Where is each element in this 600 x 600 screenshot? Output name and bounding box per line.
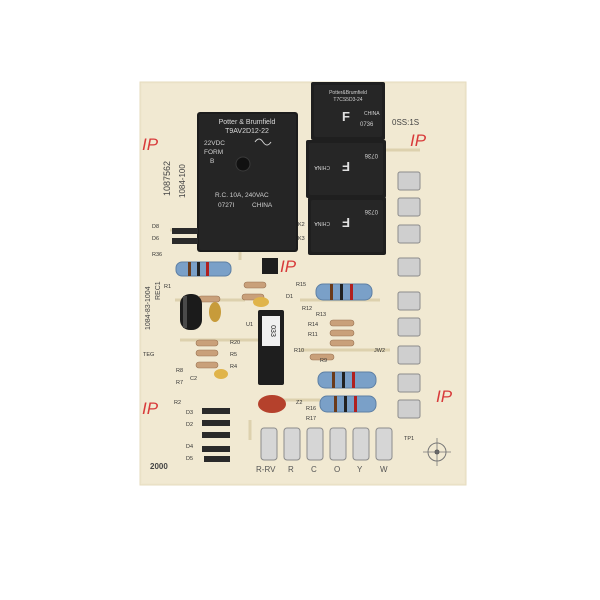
designator: D3 bbox=[186, 410, 193, 416]
resistor bbox=[175, 261, 232, 277]
designator: R15 bbox=[296, 282, 306, 288]
film-capacitor bbox=[258, 395, 286, 413]
chip-label: 033 bbox=[269, 325, 276, 337]
designator: D4 bbox=[186, 444, 193, 450]
designator: R11 bbox=[308, 332, 318, 338]
relay-top-letter: F bbox=[342, 109, 350, 124]
designator: R10 bbox=[294, 348, 304, 354]
designator: D5 bbox=[186, 456, 193, 462]
component-designators: D8 D6 R36 R1 U1 R15 D1 R13 R12 R14 R11 R… bbox=[143, 222, 414, 462]
diodes bbox=[172, 228, 230, 462]
relay-bottom-letter: F bbox=[342, 215, 350, 230]
terminal-label-o: O bbox=[334, 465, 340, 474]
designator: Z2 bbox=[296, 400, 302, 406]
inspection-mark: IP bbox=[142, 135, 159, 154]
designator: R1 bbox=[164, 284, 171, 290]
resistor bbox=[319, 395, 377, 413]
ceramic-capacitor bbox=[209, 302, 221, 322]
designator: K3 bbox=[298, 236, 305, 242]
transistor bbox=[262, 258, 278, 274]
designator: R8 bbox=[176, 368, 183, 374]
inspection-mark: IP bbox=[142, 399, 159, 418]
relay-top-model: T7CS5D3-24 bbox=[333, 97, 362, 103]
main-relay-date-code: 0727I bbox=[218, 202, 234, 209]
designator: R13 bbox=[316, 312, 326, 318]
terminal-strip bbox=[260, 427, 393, 461]
relay-top: Potter&Brumfield T7CS5D3-24 F CHINA 0736 bbox=[311, 82, 385, 140]
relay-middle: F 0736 CHINA bbox=[306, 140, 386, 198]
board-year: 2000 bbox=[150, 462, 168, 471]
coil-symbol-icon bbox=[254, 138, 272, 146]
relay-bottom: F 0736 CHINA bbox=[308, 197, 386, 255]
designator: D8 bbox=[152, 224, 159, 230]
terminal-label-w: W bbox=[380, 465, 388, 474]
board-revision: REC1 bbox=[155, 281, 162, 300]
terminal-label-r: R bbox=[288, 465, 294, 474]
main-relay-form-letter: B bbox=[210, 158, 214, 165]
designator: TP1 bbox=[404, 436, 414, 442]
designator: R17 bbox=[306, 416, 316, 422]
ceramic-capacitor bbox=[253, 297, 269, 307]
inspection-mark: IP bbox=[410, 131, 427, 150]
main-relay: Potter & Brumfield T9AV2D12-22 22VDC FOR… bbox=[197, 112, 298, 252]
main-relay-brand: Potter & Brumfield bbox=[219, 119, 276, 126]
relay-middle-origin: CHINA bbox=[314, 164, 330, 170]
terminal-label-r-rv: R-RV bbox=[256, 465, 276, 474]
designator: D2 bbox=[186, 422, 193, 428]
small-resistors bbox=[195, 281, 355, 369]
designator: R7 bbox=[176, 380, 183, 386]
main-relay-rating: R.C. 10A, 240VAC bbox=[215, 192, 269, 199]
main-relay-coil-voltage: 22VDC bbox=[204, 140, 225, 147]
board-markings: 1087562 1084-100 1084-83-1004 REC1 2000 … bbox=[145, 118, 419, 471]
designator: R14 bbox=[308, 322, 318, 328]
relay-bottom-code: 0736 bbox=[364, 208, 378, 214]
designator: R4 bbox=[230, 364, 237, 370]
designator: R9 bbox=[320, 358, 327, 364]
designator: D1 bbox=[286, 294, 293, 300]
board-part-number: 1087562 bbox=[162, 161, 172, 196]
board-assembly-number: 1084-83-1004 bbox=[145, 286, 152, 330]
main-relay-form: FORM bbox=[204, 149, 223, 156]
inspection-mark: IP bbox=[436, 387, 453, 406]
inspection-mark: IP bbox=[280, 257, 297, 276]
resistor bbox=[317, 371, 377, 389]
board-corner-mark: 0SS:1S bbox=[392, 118, 419, 127]
relay-top-brand: Potter&Brumfield bbox=[329, 90, 367, 96]
main-relay-origin: CHINA bbox=[252, 202, 273, 209]
board-part-code: 1084-100 bbox=[178, 164, 187, 198]
capacitors bbox=[180, 294, 286, 413]
spade-terminals-right bbox=[397, 171, 421, 419]
designator: K2 bbox=[298, 222, 305, 228]
relay-top-code: 0736 bbox=[360, 122, 374, 128]
terminal-labels: R-RV R C O Y W bbox=[256, 465, 388, 474]
ic-chip: 033 bbox=[258, 310, 284, 385]
relay-middle-letter: F bbox=[342, 159, 350, 174]
main-relay-model: T9AV2D12-22 bbox=[225, 128, 269, 135]
designator: R12 bbox=[302, 306, 312, 312]
ceramic-capacitor bbox=[214, 369, 228, 379]
relay-bottom-origin: CHINA bbox=[314, 220, 330, 226]
resistors bbox=[175, 261, 377, 413]
inspection-marks: IP IP IP IP IP bbox=[142, 131, 453, 418]
terminal-label-c: C bbox=[311, 465, 317, 474]
terminal-label-y: Y bbox=[357, 465, 363, 474]
designator: R20 bbox=[230, 340, 240, 346]
designator: R2 bbox=[174, 400, 181, 406]
designator: C2 bbox=[190, 376, 197, 382]
relay-top-origin: CHINA bbox=[364, 111, 380, 117]
mounting-hole bbox=[423, 438, 451, 466]
designator: TEG bbox=[143, 352, 154, 358]
designator: R36 bbox=[152, 252, 162, 258]
designator: U1 bbox=[246, 322, 253, 328]
designator: R5 bbox=[230, 352, 237, 358]
resistor bbox=[315, 283, 373, 301]
relay-middle-code: 0736 bbox=[364, 152, 378, 158]
designator: JW2 bbox=[374, 348, 385, 354]
designator: R16 bbox=[306, 406, 316, 412]
designator: D6 bbox=[152, 236, 159, 242]
